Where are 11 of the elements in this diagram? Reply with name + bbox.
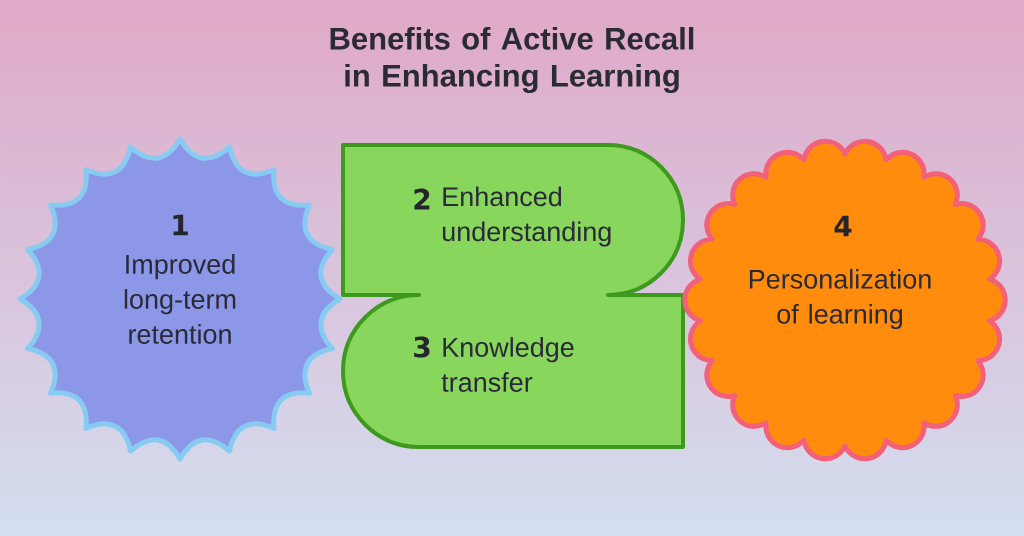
benefit-text: Personalization of learning: [749, 268, 931, 330]
step-number: 3: [414, 336, 430, 358]
benefit-text: Knowledge transfer: [441, 337, 574, 392]
step-number: 2: [414, 188, 430, 210]
step-number: 1: [173, 214, 188, 236]
step-number: 4: [834, 215, 852, 237]
rounded-block: [341, 143, 685, 449]
title: Benefits of Active Recall in Enhancing Learning: [330, 27, 694, 93]
starburst-shape: [17, 136, 343, 462]
benefit-text: Enhanced understanding: [442, 186, 611, 247]
benefit-text: Improved long-term retention: [124, 254, 236, 344]
